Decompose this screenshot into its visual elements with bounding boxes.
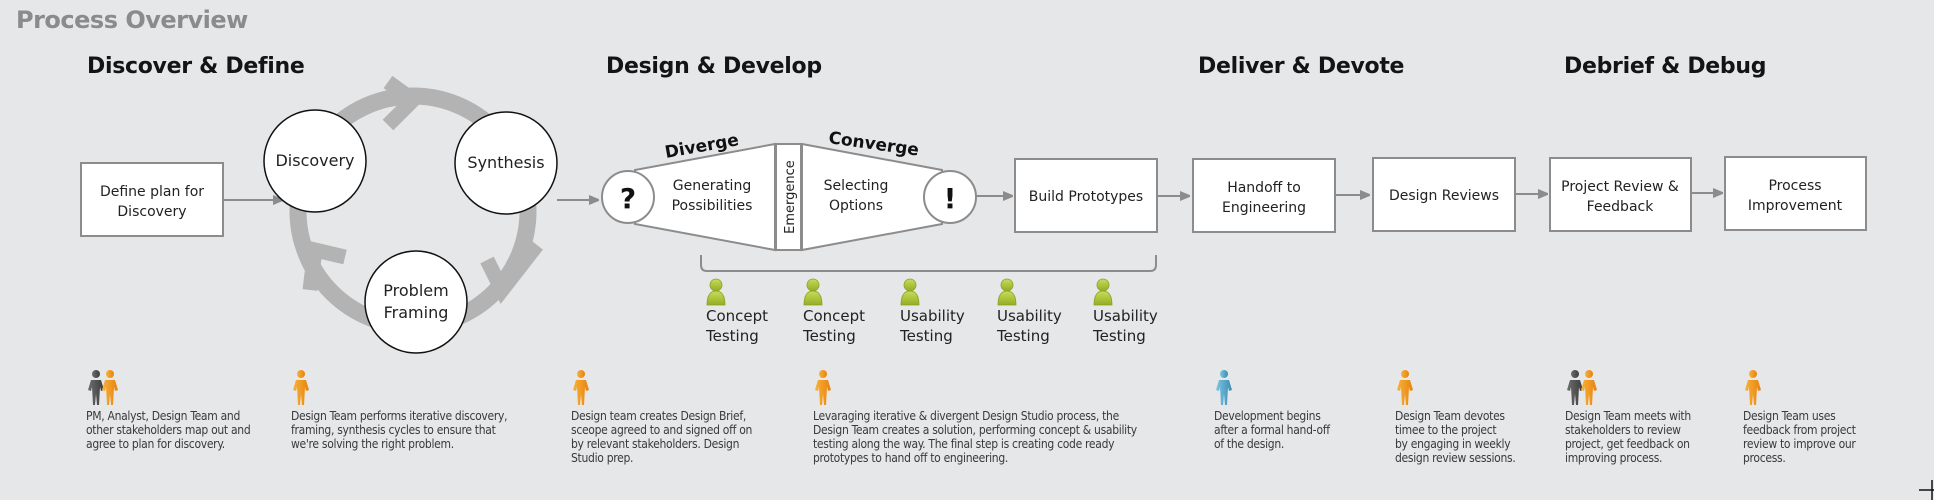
handoff-label-1: Handoff to <box>1227 180 1301 196</box>
person-orange-icon <box>1581 370 1597 405</box>
tester-label-2: Testing <box>1092 327 1146 345</box>
description-text: PM, Analyst, Design Team and other stake… <box>86 409 251 451</box>
question-icon: ? <box>620 182 636 215</box>
description-text: Design Team uses feedback from project r… <box>1743 409 1856 465</box>
tester-person-icon <box>706 278 726 306</box>
synthesis-label: Synthesis <box>467 153 544 172</box>
description-text: Levaraging iterative & divergent Design … <box>813 409 1137 465</box>
person-orange-icon <box>1397 370 1413 405</box>
design-reviews-box[interactable]: Design Reviews <box>1372 157 1516 232</box>
section-title-discover-define: Discover & Define <box>87 54 305 79</box>
discovery-label: Discovery <box>275 151 354 170</box>
tester-person-icon <box>997 278 1017 306</box>
description-text: Development begins after a formal hand-o… <box>1214 409 1330 451</box>
selecting-label-1: Selecting <box>824 178 889 194</box>
exclaim-node[interactable]: ! <box>923 170 977 224</box>
build-prototypes-box[interactable]: Build Prototypes <box>1014 158 1158 233</box>
person-orange-icon <box>293 370 309 405</box>
person-orange-icon <box>573 370 589 405</box>
define-plan-box[interactable]: Define plan for Discovery <box>80 162 224 237</box>
process-improvement-label-2: Improvement <box>1748 198 1843 214</box>
tester-label-1: Usability <box>1093 307 1158 325</box>
generating-label-2: Possibilities <box>672 198 753 214</box>
description-text: Design team creates Design Brief, sceope… <box>571 409 753 465</box>
emergence-bar <box>775 143 802 251</box>
project-review-label-2: Feedback <box>1587 199 1655 215</box>
page-title: Process Overview <box>16 6 248 34</box>
tester-label-2: Testing <box>899 327 953 345</box>
section-title-deliver-devote: Deliver & Devote <box>1198 54 1405 79</box>
tester-label-2: Testing <box>705 327 759 345</box>
problem-framing-label-1: Problem <box>383 281 448 300</box>
converge-funnel <box>801 142 943 252</box>
description-text: Design Team meets with stakeholders to r… <box>1565 409 1691 465</box>
handoff-label-2: Engineering <box>1222 200 1306 216</box>
build-prototypes-label: Build Prototypes <box>1029 189 1143 205</box>
person-gray-icon <box>88 370 104 405</box>
person-orange-icon <box>102 370 118 405</box>
project-review-box[interactable]: Project Review & Feedback <box>1549 157 1692 232</box>
tester-label-1: Usability <box>997 307 1062 325</box>
emergence-label: Emergence <box>783 160 798 234</box>
cycle-arrow-right-icon <box>480 240 543 304</box>
diverge-funnel <box>634 142 776 252</box>
person-orange-icon <box>815 370 831 405</box>
cycle-arrow-top-icon <box>382 75 425 131</box>
question-node[interactable]: ? <box>601 170 655 224</box>
define-plan-label-2: Discovery <box>117 204 186 220</box>
tester-label-2: Testing <box>802 327 856 345</box>
define-plan-label-1: Define plan for <box>100 184 204 200</box>
exclaim-icon: ! <box>944 182 957 215</box>
tester-label-2: Testing <box>996 327 1050 345</box>
person-gray-icon <box>1567 370 1583 405</box>
section-title-debrief-debug: Debrief & Debug <box>1564 54 1767 79</box>
tester-person-icon <box>803 278 823 306</box>
testing-bracket <box>700 255 1157 272</box>
selecting-label-2: Options <box>829 198 883 214</box>
process-improvement-label-1: Process <box>1768 178 1821 194</box>
description-text: Design Team devotes timee to the project… <box>1395 409 1516 465</box>
crop-mark-icon <box>1919 480 1934 500</box>
tester-person-icon <box>1093 278 1113 306</box>
process-improvement-box[interactable]: Process Improvement <box>1724 156 1867 231</box>
handoff-box[interactable]: Handoff to Engineering <box>1192 158 1336 233</box>
person-blue-icon <box>1216 370 1232 405</box>
tester-label-1: Concept <box>706 307 768 325</box>
design-reviews-label: Design Reviews <box>1389 188 1499 204</box>
problem-framing-label-2: Framing <box>384 303 449 322</box>
discovery-node[interactable]: Discovery <box>263 109 367 213</box>
tester-label-1: Usability <box>900 307 965 325</box>
tester-label-1: Concept <box>803 307 865 325</box>
synthesis-node[interactable]: Synthesis <box>454 111 558 215</box>
project-review-label-1: Project Review & <box>1561 179 1679 195</box>
tester-person-icon <box>900 278 920 306</box>
cycle-arrow-left-icon <box>302 240 347 291</box>
description-text: Design Team performs iterative discovery… <box>291 409 508 451</box>
problem-framing-node[interactable]: Problem Framing <box>364 250 468 354</box>
person-orange-icon <box>1745 370 1761 405</box>
section-title-design-develop: Design & Develop <box>606 54 822 79</box>
generating-label-1: Generating <box>673 178 751 194</box>
